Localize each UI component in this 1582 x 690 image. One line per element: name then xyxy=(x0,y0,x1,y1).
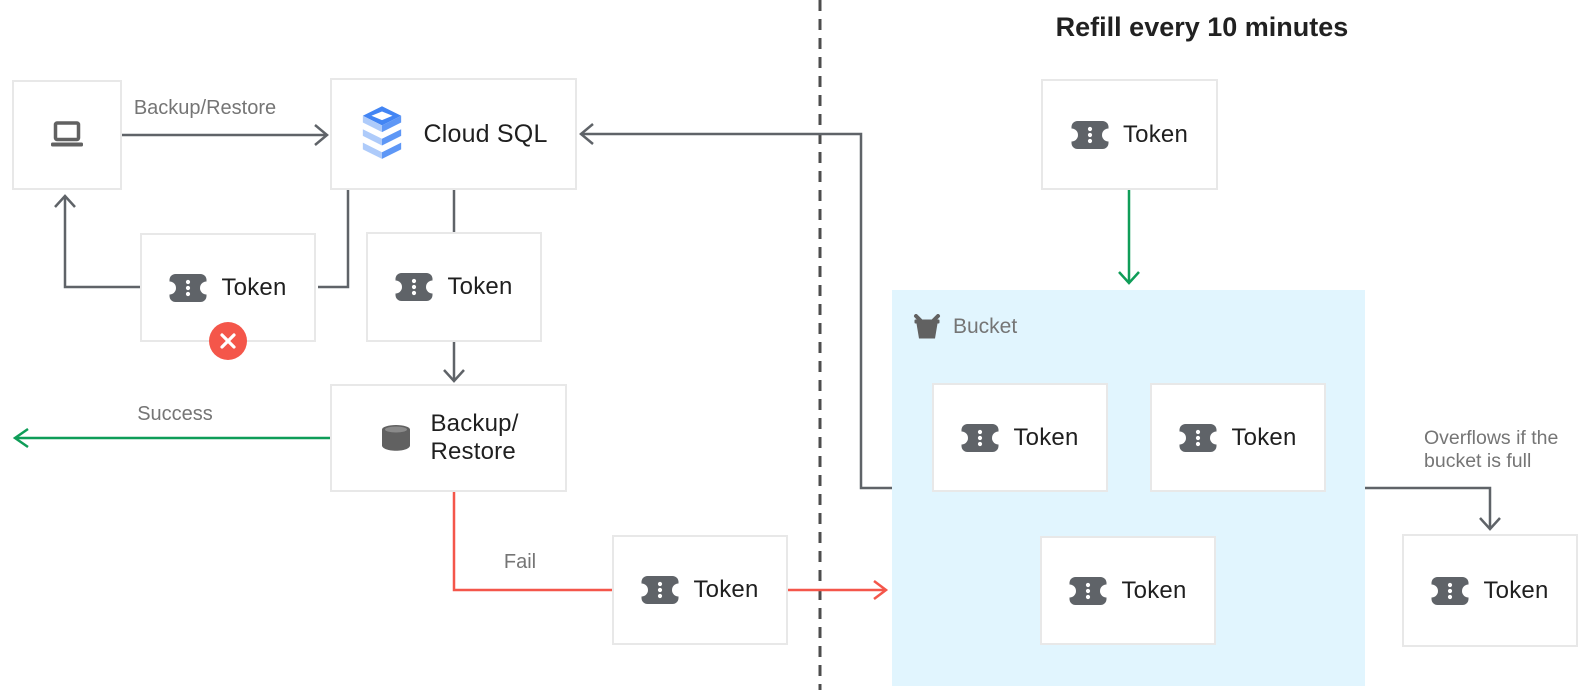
arrowhead-left-icon xyxy=(579,123,594,145)
cloud-sql-box: Cloud SQL xyxy=(330,78,577,190)
token-icon xyxy=(641,576,680,604)
x-icon xyxy=(220,333,236,349)
bucket-label-text: Bucket xyxy=(953,315,1018,338)
token-icon xyxy=(169,273,208,302)
backup-restore-box: Backup/ Restore xyxy=(330,384,567,492)
arrowhead-up-icon xyxy=(54,194,76,208)
edge-fail xyxy=(452,492,612,592)
token-label: Token xyxy=(221,273,287,301)
backup-restore-label-line2: Restore xyxy=(430,438,516,465)
bucket-icon xyxy=(914,314,940,339)
rejected-x-badge xyxy=(209,322,247,360)
token-icon xyxy=(1070,120,1109,149)
token-box-overflow: Token xyxy=(1402,534,1578,647)
token-box-rejected: Token xyxy=(140,233,316,360)
backup-restore-label-line1: Backup/ xyxy=(430,409,519,437)
token-icon xyxy=(961,423,1000,452)
token-icon xyxy=(1179,423,1218,452)
success-edge-label: Success xyxy=(137,403,213,425)
token-icon xyxy=(1431,576,1470,605)
token-box-bucket-2: Token xyxy=(1150,383,1326,492)
bucket-label: Bucket xyxy=(912,314,1017,340)
edge-cloudsql-to-rejected-token xyxy=(318,190,350,289)
token-label: Token xyxy=(1231,423,1297,451)
arrowhead-right-icon xyxy=(873,580,889,600)
token-box-pending: Token xyxy=(366,232,542,342)
edge-overflow xyxy=(1365,486,1492,527)
edge-bucket-to-cloudsql xyxy=(583,132,892,490)
token-label: Token xyxy=(693,576,759,603)
token-label: Token xyxy=(447,273,513,300)
arrowhead-down-icon xyxy=(443,369,465,383)
arrowhead-down-icon xyxy=(1479,517,1501,531)
overflow-edge-label: Overflows if the bucket is full xyxy=(1424,427,1558,473)
token-box-bucket-3: Token xyxy=(1040,536,1216,645)
token-box-refill: Token xyxy=(1041,79,1218,190)
token-icon xyxy=(1069,576,1108,605)
token-label: Token xyxy=(1483,576,1549,604)
token-label: Token xyxy=(1122,120,1189,148)
edge-rejected-token-to-client xyxy=(63,198,140,289)
overflow-edge-label-line2: bucket is full xyxy=(1424,450,1532,472)
bucket-region: Bucket Token Token Token xyxy=(892,290,1365,686)
database-icon xyxy=(382,425,411,451)
overflow-edge-label-line1: Overflows if the xyxy=(1424,427,1559,449)
laptop-icon xyxy=(51,121,83,147)
backup-restore-edge-label: Backup/Restore xyxy=(133,97,277,119)
fail-edge-label: Fail xyxy=(503,551,537,573)
cloud-sql-label: Cloud SQL xyxy=(423,119,548,148)
refill-title: Refill every 10 minutes xyxy=(1055,12,1349,42)
token-label: Token xyxy=(1013,423,1079,451)
token-box-bucket-1: Token xyxy=(932,383,1108,492)
arrowhead-down-icon xyxy=(1118,271,1140,285)
backup-restore-label: Backup/ Restore xyxy=(430,410,518,467)
token-label: Token xyxy=(1121,576,1187,604)
token-icon xyxy=(395,273,434,301)
client-box xyxy=(12,80,122,190)
arrowhead-left-icon xyxy=(12,427,29,449)
cloud-sql-icon xyxy=(363,106,402,159)
arrowhead-right-icon xyxy=(314,124,329,146)
token-box-failed: Token xyxy=(612,535,788,645)
